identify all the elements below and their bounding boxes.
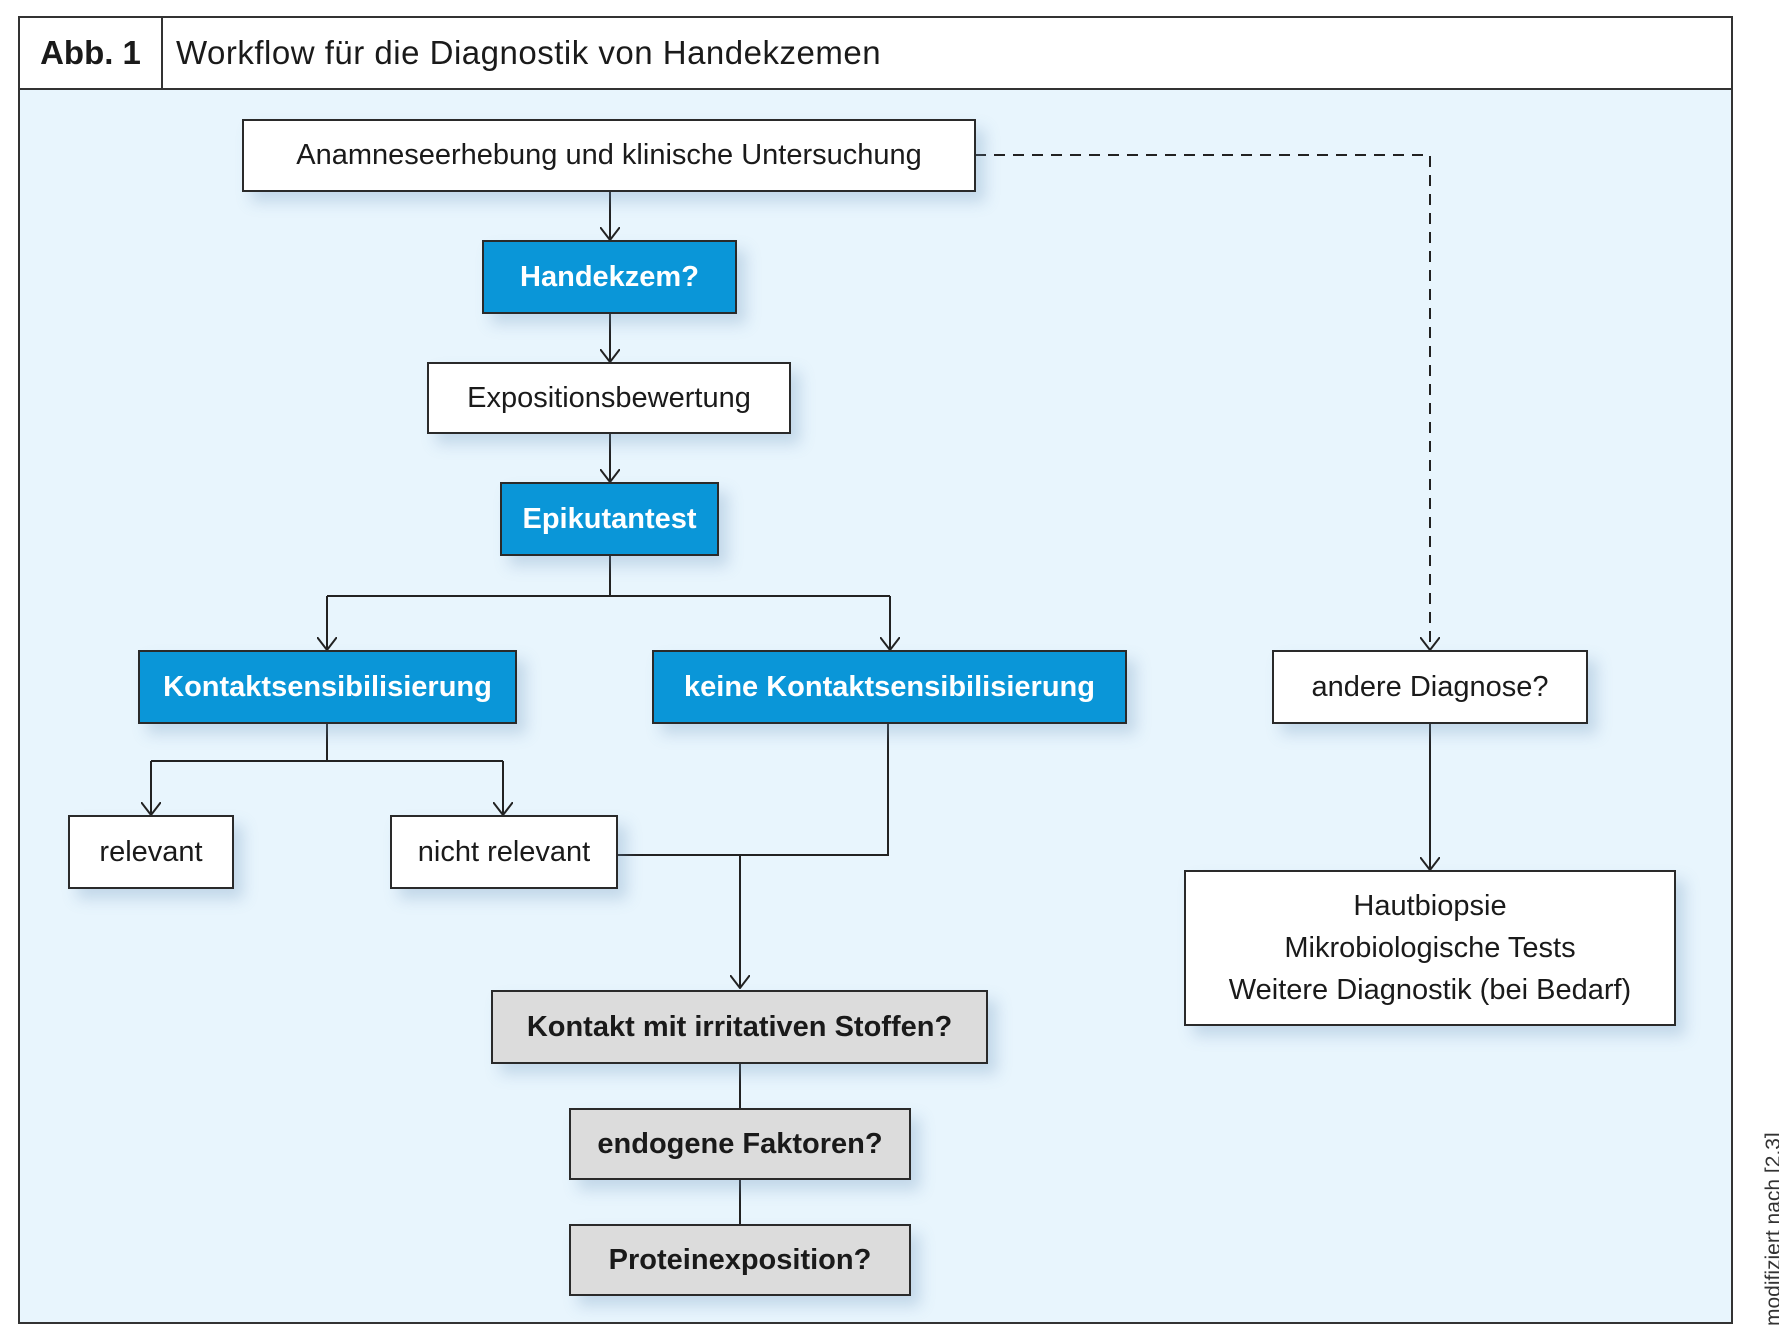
box-exposition: Expositionsbewertung: [427, 362, 791, 434]
box-keine-kontaktsensibilisierung: keine Kontaktsensibilisierung: [652, 650, 1127, 724]
box-epikutantest: Epikutantest: [500, 482, 719, 556]
weitere-line-2: Mikrobiologische Tests: [1284, 932, 1576, 964]
connector-merge: [616, 724, 889, 988]
box-nicht-relevant: nicht relevant: [390, 815, 618, 889]
box-protein: Proteinexposition?: [569, 1224, 911, 1296]
dashed-arrow-to-andere-diagnose: [975, 154, 1430, 650]
box-andere-diagnose: andere Diagnose?: [1272, 650, 1588, 724]
box-weitere-diagnostik: Hautbiopsie Mikrobiologische Tests Weite…: [1184, 870, 1676, 1026]
box-relevant: relevant: [68, 815, 234, 889]
box-anamnese: Anamneseerhebung und klinische Untersuch…: [242, 119, 976, 192]
box-endogen: endogene Faktoren?: [569, 1108, 911, 1180]
connector-kontaktsens-split: [151, 724, 503, 762]
box-kontaktsensibilisierung: Kontaktsensibilisierung: [138, 650, 517, 724]
connector-epikutantest-split: [327, 556, 890, 597]
weitere-line-1: Hautbiopsie: [1353, 890, 1507, 922]
box-irritativ: Kontakt mit irritativen Stoffen?: [491, 990, 988, 1064]
box-handekzem: Handekzem?: [482, 240, 737, 314]
source-credit: modifiziert nach [2,3]: [1762, 1132, 1779, 1326]
weitere-line-3: Weitere Diagnostik (bei Bedarf): [1228, 974, 1632, 1006]
figure-header: Abb. 1 Workflow für die Diagnostik von H…: [20, 18, 1731, 90]
figure-label: Abb. 1: [20, 18, 163, 88]
figure-title: Workflow für die Diagnostik von Handekze…: [176, 34, 882, 71]
